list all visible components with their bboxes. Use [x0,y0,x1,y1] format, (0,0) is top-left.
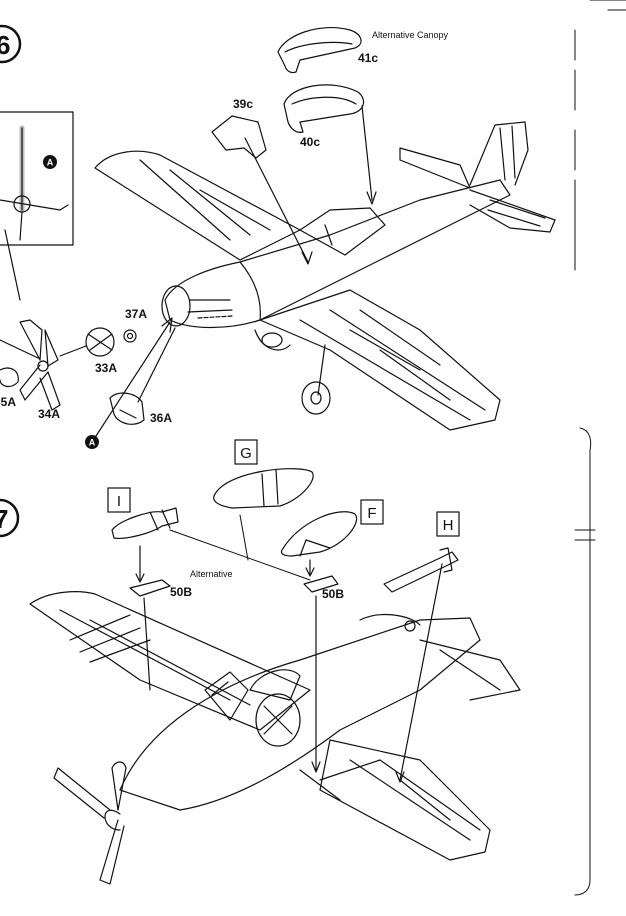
part-50b-right-label: 50B [322,587,344,601]
part-36a-label: 36A [150,411,172,425]
svg-text:I: I [117,493,121,510]
alt-canopy-label: Alternative Canopy [372,30,449,40]
callout-a-inset: A [43,155,57,169]
svg-text:H: H [443,517,454,534]
svg-text:F: F [367,505,376,522]
pylon-50b-right [303,575,339,593]
bomb-i [111,507,179,539]
label-box-f: F [360,499,384,525]
drop-tank-f [280,511,358,557]
assembly-arrows-step6 [95,105,377,437]
assembly-arrows-step7 [135,545,443,783]
part-40c-label: 40c [300,135,320,149]
label-box-i: I [107,487,131,513]
inset-detail-box [0,111,74,301]
aircraft-step6 [94,121,556,431]
windscreen-39c [211,115,267,159]
part-34a-label: 34A [38,407,60,421]
part-50b-left-label: 50B [170,585,192,599]
part-35a-label: 35A [0,395,16,409]
propeller-assembly [0,319,145,425]
label-box-g: G [234,439,258,465]
svg-text:G: G [240,445,252,462]
part-39c-label: 39c [233,97,253,111]
canopy-40c [283,84,365,133]
page-edge-marks [574,0,626,896]
aircraft-step7 [29,591,521,885]
part-41c-label: 41c [358,51,378,65]
callout-a-bottom: A [85,435,99,449]
part-37a-label: 37A [125,307,147,321]
pylon-50b-left [129,579,171,597]
alternative-link-lines [169,514,311,581]
step-7-marker [0,498,20,538]
step-6-marker [0,24,22,64]
part-33a-label: 33A [95,361,117,375]
canopy-41c [277,26,362,74]
rocket-h [383,547,459,593]
drop-tank-g [213,468,314,509]
svg-text:A: A [89,438,96,448]
svg-text:A: A [47,158,54,168]
step-7-number: 7 [0,504,8,534]
step-6-number: 6 [0,30,10,60]
label-box-h: H [436,511,460,537]
alternative-label: Alternative [190,569,233,579]
